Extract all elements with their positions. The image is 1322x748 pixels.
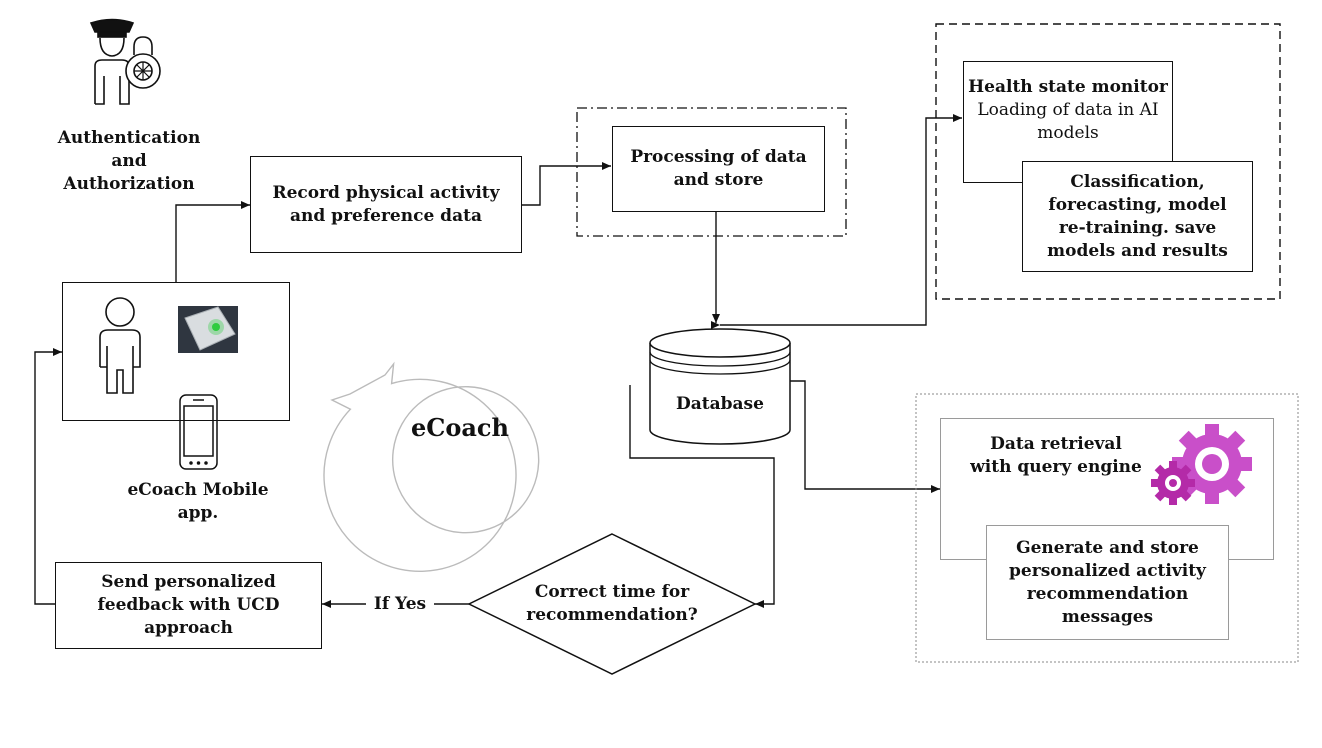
ecoach-label: eCoach <box>411 413 509 442</box>
health-frame <box>935 23 1281 300</box>
decision-text: Correct time for recommendation? <box>502 581 722 627</box>
generate-recommendation-box: Generate and store personalized activity… <box>986 525 1229 640</box>
processing-line2: and store <box>673 170 764 190</box>
user-panel <box>62 282 290 421</box>
record-line2: and preference data <box>290 205 482 226</box>
classification-box: Classification, forecasting, model re-tr… <box>1022 161 1253 272</box>
gears-icon <box>1151 424 1252 505</box>
activity-sensor-icon <box>178 306 238 353</box>
mobile-app-line1: eCoach Mobile <box>127 480 269 500</box>
auth-label: Authentication and Authorization <box>40 127 218 196</box>
health-sub-line1: Loading of data in AI <box>977 100 1159 120</box>
decision-line2: recommendation? <box>526 605 698 625</box>
generate-line3: recommendation <box>1026 583 1189 604</box>
database-cylinder <box>649 328 791 445</box>
processing-frame <box>576 107 847 237</box>
decision-line1: Correct time for <box>534 582 690 602</box>
health-title: Health state monitor <box>968 77 1168 97</box>
arrow-db-to-decision <box>629 385 775 608</box>
processing-box: Processing of data and store <box>612 126 825 212</box>
classification-line4: models and results <box>1047 240 1228 261</box>
person-icon <box>99 297 141 394</box>
record-line1: Record physical activity <box>272 182 500 203</box>
generate-line1: Generate and store <box>1016 537 1199 558</box>
classification-line3: re-training. save <box>1058 217 1217 238</box>
arrow-feedback-to-user <box>34 348 62 605</box>
auth-label-line2: and <box>111 151 147 171</box>
arrow-db-retrieval <box>781 377 940 493</box>
mobile-app-label: eCoach Mobile app. <box>110 479 286 525</box>
feedback-line3: approach <box>144 618 233 638</box>
circular-arrow-icon <box>323 361 540 572</box>
generate-line4: messages <box>1061 606 1154 627</box>
data-retrieval-box: Data retrieval with query engine <box>940 418 1274 560</box>
arrow-health-db <box>711 114 962 329</box>
retrieval-frame <box>915 393 1299 663</box>
generate-line2: personalized activity <box>1009 560 1206 581</box>
feedback-box: Send personalized feedback with UCD appr… <box>55 562 322 649</box>
classification-line1: Classification, <box>1070 171 1205 192</box>
arrow-record-to-processing <box>522 162 611 206</box>
health-sub-line2: models <box>1037 123 1099 143</box>
processing-line1: Processing of data <box>630 147 807 167</box>
police-lock-icon <box>89 18 161 105</box>
retrieval-line1: Data retrieval <box>990 434 1122 454</box>
feedback-line1: Send personalized <box>101 572 276 592</box>
if-yes-label: If Yes <box>366 593 434 616</box>
auth-label-line3: Authorization <box>63 174 195 194</box>
database-label: Database <box>676 394 764 414</box>
decision-diamond <box>467 533 757 675</box>
classification-line2: forecasting, model <box>1048 194 1227 215</box>
auth-label-line1: Authentication <box>57 128 201 148</box>
mobile-app-line2: app. <box>177 503 219 523</box>
smartphone-icon <box>179 394 218 470</box>
feedback-line2: feedback with UCD <box>97 595 280 615</box>
arrow-user-to-record <box>175 201 250 282</box>
record-activity-box: Record physical activity and preference … <box>250 156 522 253</box>
retrieval-line2: with query engine <box>970 457 1142 477</box>
